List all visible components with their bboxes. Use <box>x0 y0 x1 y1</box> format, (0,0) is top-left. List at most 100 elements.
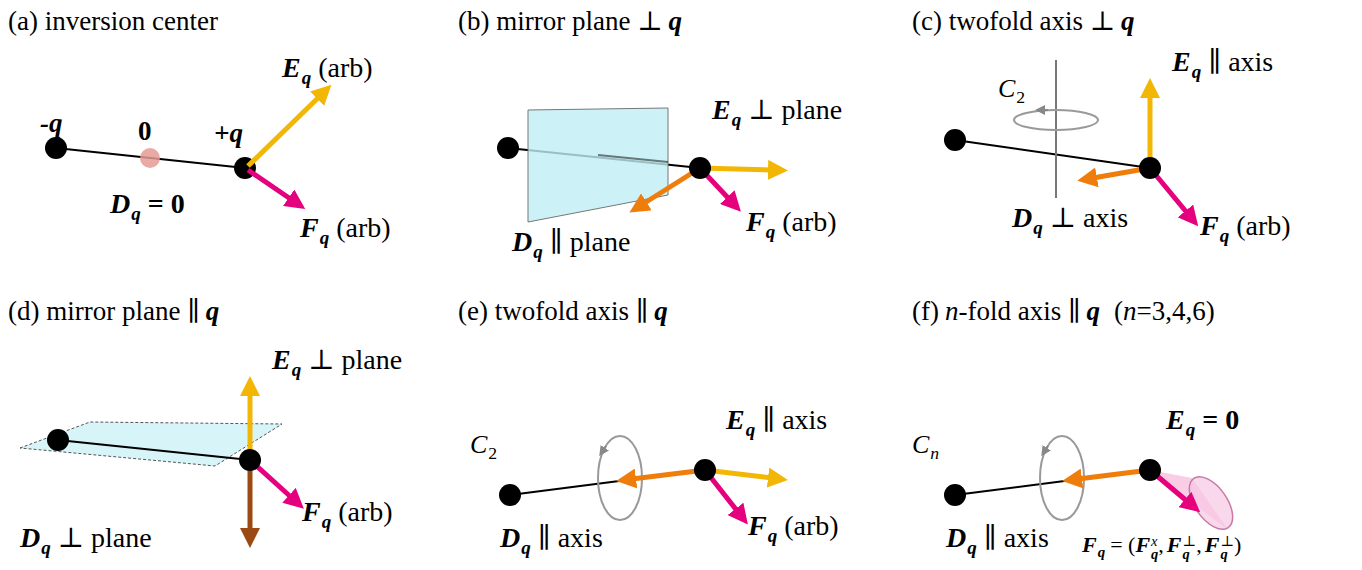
label-text: D <box>20 522 40 553</box>
label-text: D <box>110 188 130 219</box>
label-text: ∥ axis <box>538 522 603 553</box>
label-text: q <box>292 359 302 380</box>
label-text: ) <box>1234 532 1241 557</box>
label-text: +q <box>214 118 243 148</box>
label-group: Eq∥ axis <box>726 404 827 441</box>
label-group: Dq∥ axis <box>500 522 603 559</box>
label-group: C2 <box>470 430 497 464</box>
label-text: ∥ axis <box>1208 46 1273 77</box>
label-group: Eq(arb) <box>282 52 373 89</box>
label-text: D <box>946 522 966 553</box>
label-text: E <box>1172 46 1191 77</box>
label-text: F <box>1205 532 1220 557</box>
label-text: q <box>1151 548 1158 560</box>
label-text: -q <box>40 108 63 138</box>
label-text: q <box>1220 225 1230 246</box>
label-group: (d) mirror plane ∥q <box>8 296 219 327</box>
sub-sup: ⊥q <box>1220 535 1234 560</box>
label-text: , <box>1196 532 1202 557</box>
label-text: q <box>967 537 977 558</box>
label-text: q <box>1220 548 1234 560</box>
label-text: q <box>521 537 531 558</box>
label-text: (arb) <box>782 206 836 237</box>
label-text: q <box>669 6 683 36</box>
label-group: +q <box>214 118 243 149</box>
label-text: q <box>732 109 742 130</box>
label-text: (arb) <box>318 52 372 83</box>
label-text: (arb) <box>338 496 392 527</box>
panel-b <box>497 108 772 222</box>
label-text: q <box>320 227 330 248</box>
panel-c <box>944 60 1188 214</box>
label-text: ⊥ <box>1220 535 1234 547</box>
panel-f <box>944 436 1241 537</box>
label-group: Fq (arb) <box>746 206 837 243</box>
label-text: ⊥ plane <box>748 94 842 125</box>
label-text: ⊥ axis <box>1050 202 1128 233</box>
label-text: (c) twofold axis ⊥ <box>912 6 1115 36</box>
label-group: 0 <box>138 116 152 147</box>
label-text: F <box>1200 210 1219 241</box>
label-text: q <box>1121 6 1135 36</box>
label-text: q <box>1192 61 1202 82</box>
label-text: x <box>1151 535 1158 547</box>
label-text: n <box>945 296 959 326</box>
label-group: (b) mirror plane ⊥q <box>458 6 682 37</box>
label-text: q <box>131 203 141 224</box>
label-group: (c) twofold axis ⊥q <box>912 6 1135 37</box>
sub-sup: ⊥q <box>1183 535 1197 560</box>
panel-e <box>499 436 772 520</box>
label-text: = 0 <box>1202 404 1239 435</box>
label-group: Eq ⊥ plane <box>272 344 402 381</box>
label-text: (a) inversion center <box>8 6 218 36</box>
label-group: Fq= (Fxq,F⊥q,F⊥q) <box>1082 532 1241 561</box>
label-text: q <box>302 67 312 88</box>
label-text: (f) <box>912 296 939 326</box>
label-text: , <box>1158 532 1164 557</box>
label-text: D <box>1012 202 1032 233</box>
panel-d <box>20 392 292 532</box>
label-text: ∥ axis <box>984 522 1049 553</box>
label-text: C <box>998 74 1015 103</box>
label-text: F <box>748 510 767 541</box>
label-group: Cn <box>912 430 939 464</box>
label-text: ∥ plane <box>550 226 631 257</box>
label-text: 2 <box>1016 87 1025 107</box>
label-group: Eq= 0 <box>1166 404 1239 441</box>
label-text: ⊥ plane <box>58 522 152 553</box>
label-text: =3,4,6) <box>1136 296 1214 326</box>
label-text: q <box>768 525 778 546</box>
label-group: Dq = 0 <box>110 188 185 225</box>
label-text: (b) mirror plane ⊥ <box>458 6 663 36</box>
label-group: C2 <box>998 74 1025 108</box>
label-text: q <box>533 241 543 262</box>
label-text: F <box>746 206 765 237</box>
sub-sup: xq <box>1151 535 1158 560</box>
label-text: n <box>930 443 939 463</box>
label-text: q <box>1033 217 1043 238</box>
label-group: Fq(arb) <box>748 510 839 547</box>
label-group: Dq ∥ axis <box>946 522 1049 559</box>
label-text: q <box>766 221 776 242</box>
label-group: Fq(arb) <box>1200 210 1291 247</box>
label-group: -q <box>40 108 63 139</box>
label-text: ⊥ <box>1183 535 1197 547</box>
label-text: E <box>272 344 291 375</box>
label-group: Dq⊥ plane <box>20 522 152 559</box>
label-text: ⊥ plane <box>308 344 402 375</box>
label-text: E <box>726 404 745 435</box>
label-text: q <box>746 419 756 440</box>
label-text: (e) twofold axis ∥ <box>458 296 648 326</box>
panel-a <box>45 96 320 200</box>
label-group: (e) twofold axis ∥q <box>458 296 668 327</box>
label-group: Eq⊥ plane <box>712 94 842 131</box>
label-text: D <box>512 226 532 257</box>
label-text: ( <box>1114 296 1123 326</box>
label-text: 2 <box>488 443 497 463</box>
label-text: = 0 <box>148 188 185 219</box>
label-group: Dq ⊥ axis <box>1012 202 1128 239</box>
label-text: C <box>470 430 487 459</box>
label-group: (f)n-fold axis ∥q(n=3,4,6) <box>912 296 1215 327</box>
label-text: C <box>912 430 929 459</box>
label-text: (arb) <box>336 212 390 243</box>
